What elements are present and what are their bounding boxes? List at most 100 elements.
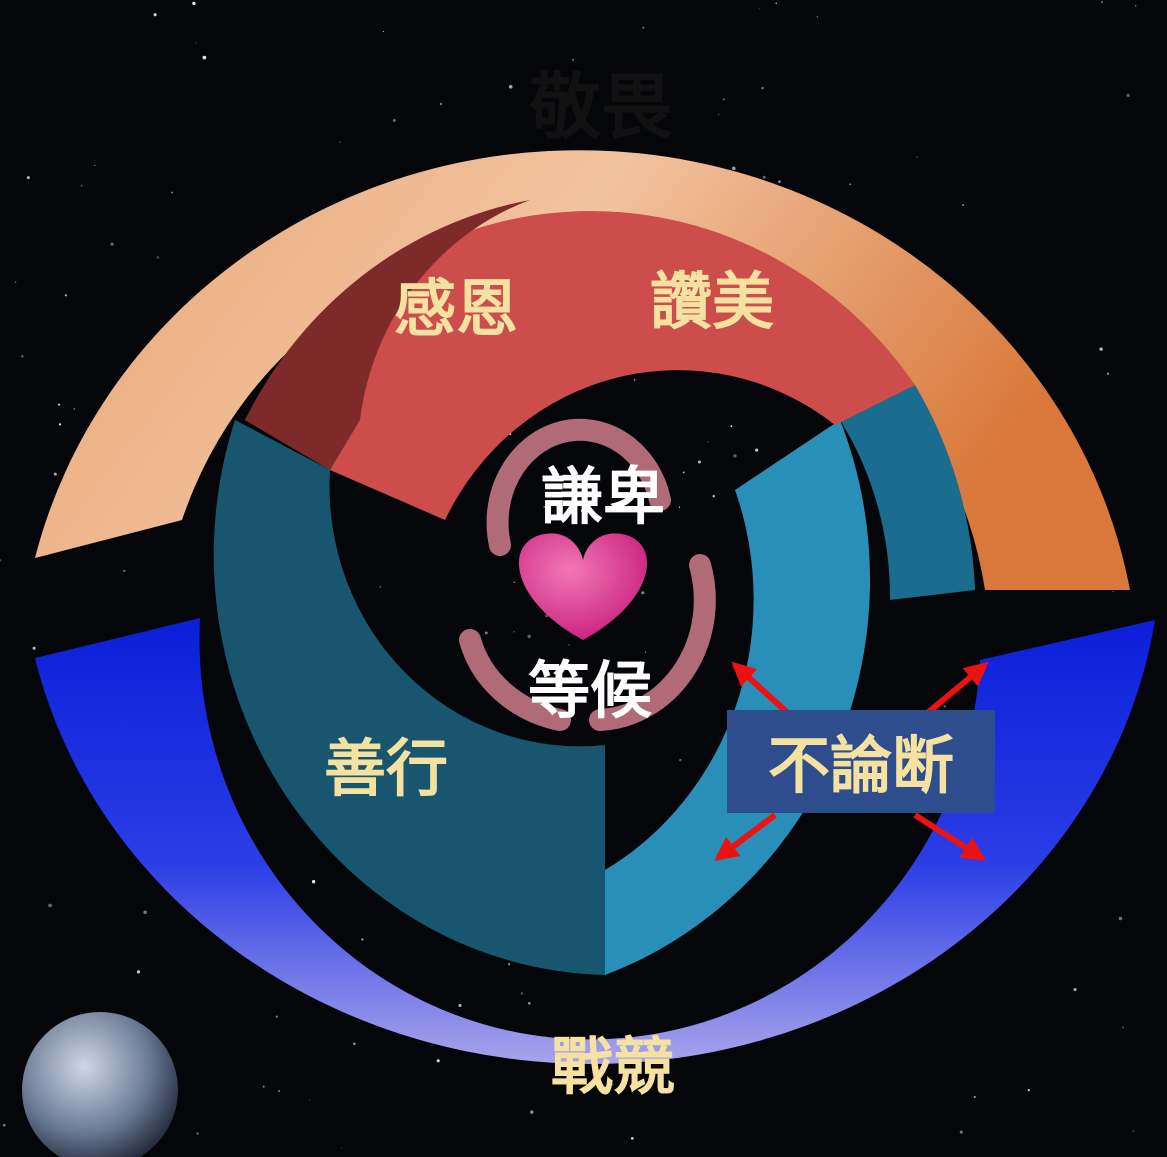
star xyxy=(543,505,546,509)
good-deeds-ring-segment xyxy=(213,420,605,975)
trembling-ring-segment xyxy=(35,618,1155,1064)
trembling-label: 戰競 xyxy=(551,1030,675,1103)
star xyxy=(758,8,760,10)
star xyxy=(775,2,777,5)
star xyxy=(379,586,381,588)
humility-label: 謙卑 xyxy=(541,460,665,533)
star xyxy=(679,758,682,762)
star xyxy=(513,581,515,583)
praise-label: 讚美 xyxy=(650,265,774,338)
star xyxy=(816,16,818,18)
star xyxy=(439,102,443,106)
star xyxy=(1118,916,1123,921)
star xyxy=(53,472,57,476)
star xyxy=(58,403,61,406)
star xyxy=(275,1015,278,1018)
star xyxy=(630,1137,634,1140)
arrow-up-right xyxy=(923,661,989,718)
heart-icon xyxy=(518,533,648,640)
star xyxy=(642,26,645,29)
star xyxy=(545,614,549,618)
star xyxy=(153,13,157,17)
star xyxy=(436,1059,440,1063)
star xyxy=(48,903,52,908)
star xyxy=(94,164,96,167)
star xyxy=(1106,372,1110,375)
gratitude-label: 感恩 xyxy=(394,272,518,345)
star xyxy=(308,1099,310,1101)
star xyxy=(110,242,114,246)
star xyxy=(20,354,24,358)
star xyxy=(778,180,781,183)
star xyxy=(611,1083,614,1086)
star xyxy=(26,176,30,180)
star xyxy=(1073,987,1077,992)
star xyxy=(156,256,159,259)
star xyxy=(1126,93,1130,98)
star xyxy=(1027,1089,1030,1092)
star xyxy=(761,86,764,90)
star xyxy=(458,1003,462,1008)
star xyxy=(959,1130,963,1134)
star xyxy=(195,42,197,44)
good-deeds-label: 善行 xyxy=(324,732,448,805)
star xyxy=(973,1095,976,1099)
star xyxy=(192,1,196,6)
star xyxy=(553,476,556,478)
arrow-down-left xyxy=(714,812,777,861)
star xyxy=(0,559,2,562)
star xyxy=(1101,1,1103,4)
no-judging-ring-segment xyxy=(605,420,871,975)
star xyxy=(733,454,737,458)
arrow-up-left xyxy=(731,661,793,718)
star xyxy=(58,423,62,426)
star xyxy=(527,1001,531,1005)
star xyxy=(64,294,68,297)
star xyxy=(1132,1130,1135,1133)
star xyxy=(755,448,759,452)
star xyxy=(568,644,570,646)
star xyxy=(697,460,701,464)
star xyxy=(849,183,851,185)
star xyxy=(2,1123,6,1127)
star xyxy=(392,119,396,122)
star xyxy=(73,408,76,410)
star xyxy=(633,379,636,381)
star xyxy=(527,634,531,639)
star xyxy=(507,963,511,966)
planet-icon xyxy=(22,1012,178,1157)
star xyxy=(611,484,614,486)
star xyxy=(143,910,147,914)
no-judging-label: 不論断 xyxy=(768,729,954,802)
star xyxy=(916,156,918,158)
star xyxy=(644,651,647,653)
star xyxy=(262,1085,265,1088)
star xyxy=(123,569,126,572)
star xyxy=(136,970,141,974)
star xyxy=(641,591,645,595)
star xyxy=(707,441,709,443)
no-judging-box xyxy=(727,710,995,813)
star xyxy=(382,31,385,33)
star xyxy=(530,1110,534,1114)
star xyxy=(352,1042,356,1046)
no-judging-ring-shade xyxy=(840,385,975,600)
star xyxy=(678,506,681,508)
star xyxy=(1135,5,1137,7)
star xyxy=(1122,1026,1124,1029)
awe-ring-segment xyxy=(35,150,1130,591)
star xyxy=(712,495,715,498)
star xyxy=(1112,591,1114,593)
star xyxy=(572,59,574,61)
waiting-label: 等候 xyxy=(528,654,652,727)
arrow-down-right xyxy=(913,812,987,861)
humility-swirl xyxy=(459,418,716,731)
judgment-arrows xyxy=(714,661,989,861)
star xyxy=(361,938,364,941)
star xyxy=(513,631,515,633)
star xyxy=(943,705,947,708)
star xyxy=(508,84,513,89)
star xyxy=(762,175,766,179)
star xyxy=(722,98,725,101)
